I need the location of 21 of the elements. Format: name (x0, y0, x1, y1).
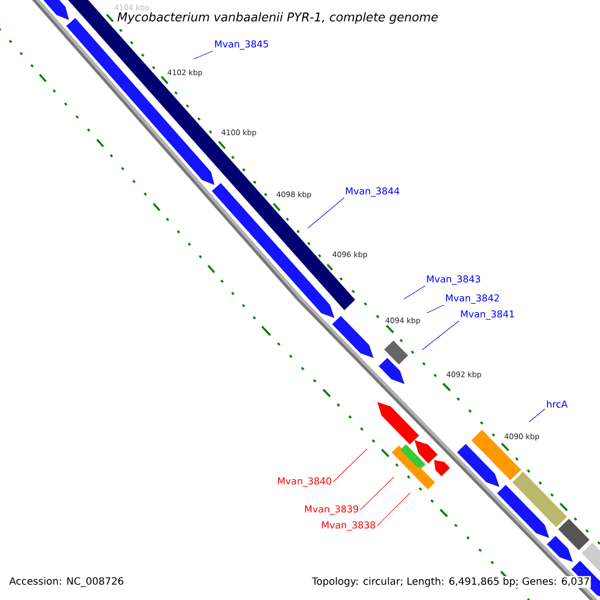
gene-label: Mvan_3840 (278, 477, 332, 487)
gene-label: Mvan_3841 (461, 310, 514, 320)
gene-label: Mvan_3844 (346, 187, 400, 197)
title-text: Mycobacterium vanbaalenii PYR-1, complete genome (118, 12, 438, 24)
leader-line (194, 50, 214, 60)
gene-label: Mvan_3845 (215, 40, 268, 50)
gene-label: Mvan_3839 (305, 505, 358, 515)
gene-label: hrcA (547, 400, 568, 408)
leader-line (404, 286, 426, 300)
gene-label: Mvan_3838 (322, 521, 376, 531)
leader-line (332, 448, 368, 482)
footer-text: Topology: circular; Length: 6,491,865 bp; Genes: 6,037 (310, 576, 591, 588)
gene-label: Mvan_3842 (446, 294, 499, 304)
leader-line (528, 408, 546, 422)
footer-text: Accession: NC_008726 (8, 576, 125, 588)
leader-line (360, 476, 394, 510)
gene-label: Mvan_3843 (427, 275, 480, 285)
leader-line (308, 198, 344, 228)
leader-line (376, 492, 410, 526)
leader-line (422, 320, 460, 350)
leader-line (426, 304, 444, 314)
